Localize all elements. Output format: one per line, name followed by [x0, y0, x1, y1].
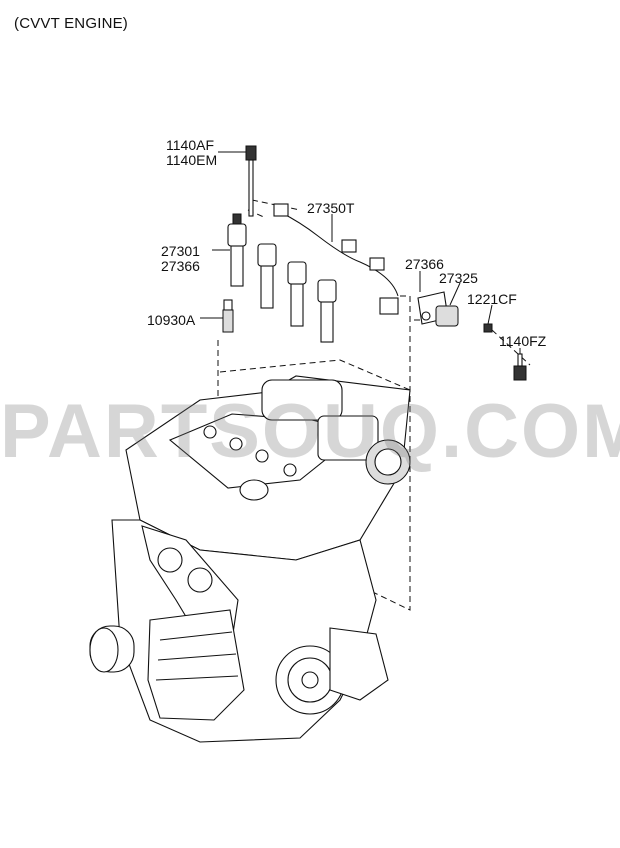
part-label-1140em: 1140EM	[166, 152, 218, 168]
engine-block	[89, 375, 411, 743]
part-label-10930a: 10930A	[147, 312, 196, 328]
diagram-title: (CVVT ENGINE)	[14, 15, 129, 32]
part-label-27325: 27325	[439, 270, 478, 286]
wiring-harness-27350t	[273, 203, 399, 315]
ignition-coil	[227, 213, 247, 287]
watermark: PARTSOUQ.COM	[0, 389, 620, 474]
ignition-coil	[317, 279, 337, 343]
bolt-1221cf	[483, 323, 493, 333]
part-label-1140af: 1140AF	[166, 137, 214, 153]
part-label-27366: 27366	[161, 258, 200, 274]
leader-lines	[200, 151, 521, 366]
sensor-27325	[417, 291, 459, 327]
bolt-1140af	[245, 145, 257, 217]
part-label-27301: 27301	[161, 243, 200, 259]
part-label-1221cf: 1221CF	[467, 291, 517, 307]
ignition-coil	[257, 243, 277, 309]
spark-plug-10930a	[222, 299, 234, 333]
part-label-27350t: 27350T	[307, 200, 355, 216]
part-label-1140fz: 1140FZ	[499, 333, 547, 349]
ignition-coil	[287, 261, 307, 327]
part-label-27366-right: 27366	[405, 256, 444, 272]
bolt-1140fz	[513, 353, 527, 381]
